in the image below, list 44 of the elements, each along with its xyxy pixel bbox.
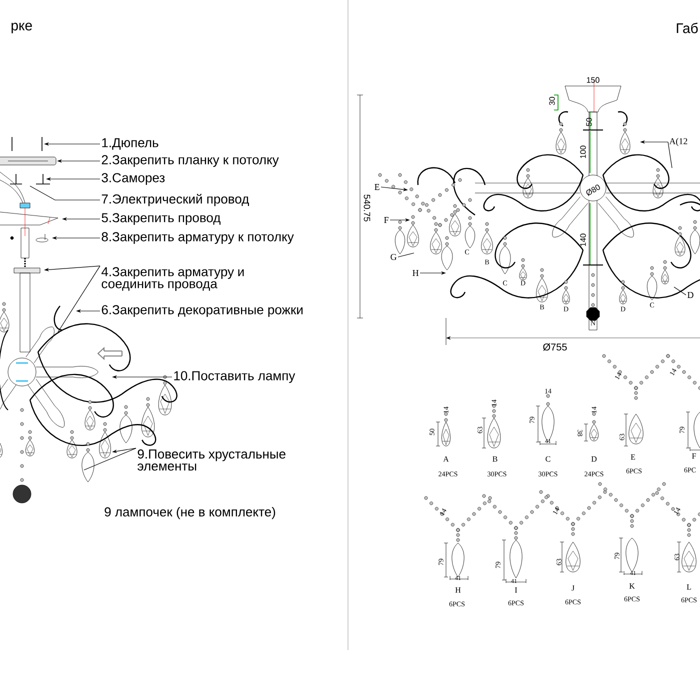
callout-text: 2.Закрепить планку к потолку xyxy=(102,155,279,167)
part-letter: B xyxy=(492,456,498,462)
dimension-label: 30 xyxy=(549,96,555,106)
part-letter: H xyxy=(455,587,461,593)
dimension-label: 140 xyxy=(580,234,586,246)
callout-text: 5.Закрепить провод xyxy=(102,213,220,225)
callout-text: 3.Саморез xyxy=(102,173,165,185)
dimension-label: Ø80 xyxy=(586,184,600,196)
callout-text: 7.Электрический провод xyxy=(102,194,249,206)
part-letter: H xyxy=(412,270,419,276)
callout-text: 6.Закрепить декоративные рожки xyxy=(102,305,303,317)
leader-line xyxy=(84,448,136,470)
dimension-label: 100 xyxy=(580,146,586,158)
callout-text: 10.Поставить лампу xyxy=(174,371,296,383)
leader-line xyxy=(30,186,100,200)
part-letter: F xyxy=(384,217,388,223)
callout-text: 4.Закрепить арматуру и соединить провода xyxy=(102,267,244,291)
leader-line xyxy=(674,286,686,296)
dimension-label: 150 xyxy=(586,77,600,83)
dimension-label: 540.75 xyxy=(364,194,370,222)
dimension-label: Ø755 xyxy=(543,343,567,351)
part-letter: F xyxy=(692,453,696,459)
part-letter: C xyxy=(546,456,550,462)
part-letter: A(12 xyxy=(669,138,688,146)
part-letter: D xyxy=(591,456,597,462)
part-letter: K xyxy=(629,583,635,589)
part-letter: J xyxy=(572,585,574,591)
heading: Габ xyxy=(676,22,698,34)
leader-line xyxy=(58,266,100,332)
part-letter: G xyxy=(390,254,397,260)
callout-text: 8.Закрепить арматуру к потолку xyxy=(102,232,294,244)
leader-line xyxy=(668,142,672,168)
heading: рке xyxy=(12,22,32,34)
callout-text: 9.Повесить хрустальные элементы xyxy=(138,449,286,471)
callout-text: 1.Дюпель xyxy=(102,138,158,150)
leader-line xyxy=(398,252,414,258)
part-letter: E xyxy=(374,184,380,190)
dimension-label: 50 xyxy=(586,118,592,126)
part-letter: D xyxy=(687,292,694,298)
note: 9 лампочек (не в комплекте) xyxy=(104,506,276,520)
part-letter: I xyxy=(514,587,518,593)
part-letter: L xyxy=(686,584,691,590)
part-letter: A xyxy=(443,456,449,462)
part-letter: E xyxy=(630,454,636,460)
